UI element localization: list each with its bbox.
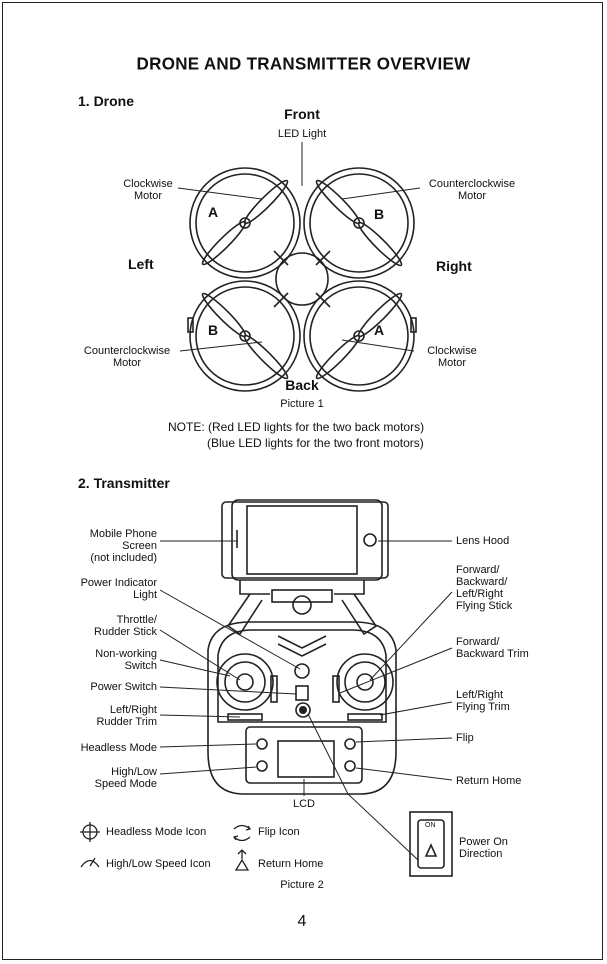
label-lr-trim-line2: Flying Trim xyxy=(456,701,510,713)
legend-speed-icon: High/Low Speed Icon xyxy=(106,858,211,870)
prop-label-back-right: A xyxy=(374,322,385,338)
label-power-indicator-line1: Power Indicator xyxy=(80,577,157,589)
label-lcd: LCD xyxy=(292,798,315,810)
label-throttle-line1: Throttle/ xyxy=(116,614,157,626)
transmitter-heading: 2. Transmitter xyxy=(78,475,170,491)
label-power-switch: Power Switch xyxy=(90,681,157,693)
cw-motor-bottom-line2: Motor xyxy=(437,357,467,369)
label-power-on-line2: Direction xyxy=(459,848,503,860)
legend-flip-icon: Flip Icon xyxy=(258,826,300,838)
label-speed-line1: High/Low xyxy=(111,766,157,778)
drone-back-label: Back xyxy=(285,377,319,393)
prop-label-back-left: B xyxy=(208,322,219,338)
label-flying-stick-line4: Flying Stick xyxy=(456,600,513,612)
label-flying-stick-line2: Backward/ xyxy=(456,576,508,588)
transmitter-drawing xyxy=(207,499,453,877)
prop-label-front-right: B xyxy=(374,206,385,222)
cw-motor-bottom-line1: Clockwise xyxy=(427,345,477,357)
transmitter-leader-lines xyxy=(159,540,453,861)
legend-return-home-icon: Return Home xyxy=(258,858,324,870)
label-nonworking-line2: Switch xyxy=(124,660,157,672)
page-number: 4 xyxy=(297,913,307,930)
label-lr-rudder-line1: Left/Right xyxy=(109,704,157,716)
drone-front-label: Front xyxy=(284,106,320,122)
label-nonworking-line1: Non-working xyxy=(95,648,157,660)
switch-on-label: ON xyxy=(425,822,436,829)
label-phone-line2: Screen xyxy=(122,540,157,552)
label-headless-mode: Headless Mode xyxy=(80,742,157,754)
label-fb-trim-line2: Backward Trim xyxy=(456,648,529,660)
ccw-motor-top-line2: Motor xyxy=(457,190,487,202)
drone-leader-lines xyxy=(177,142,421,352)
flip-icon xyxy=(232,824,252,842)
cw-motor-top-line2: Motor xyxy=(133,190,163,202)
label-power-indicator-line2: Light xyxy=(133,589,157,601)
label-throttle-line2: Rudder Stick xyxy=(94,626,157,638)
transmitter-caption: Picture 2 xyxy=(280,879,324,891)
return-home-icon xyxy=(234,849,250,871)
label-fb-trim-line1: Forward/ xyxy=(456,636,500,648)
label-flying-stick-line1: Forward/ xyxy=(456,564,500,576)
label-lr-trim-line1: Left/Right xyxy=(456,689,504,701)
drone-heading: 1. Drone xyxy=(78,93,135,109)
ccw-motor-bottom-line1: Counterclockwise xyxy=(83,345,171,357)
label-flying-stick-line3: Left/Right xyxy=(456,588,504,600)
drone-left-label: Left xyxy=(128,256,154,272)
ccw-motor-top-line1: Counterclockwise xyxy=(428,178,516,190)
label-flip: Flip xyxy=(456,732,474,744)
ccw-motor-bottom-line2: Motor xyxy=(112,357,142,369)
label-lr-rudder-line2: Rudder Trim xyxy=(96,716,157,728)
drone-note-line1: NOTE: (Red LED lights for the two back m… xyxy=(168,420,425,434)
drone-frame-drawing xyxy=(187,167,417,392)
label-return-home: Return Home xyxy=(456,775,522,787)
label-lens-hood: Lens Hood xyxy=(456,535,510,547)
cw-motor-top-line1: Clockwise xyxy=(123,178,173,190)
drone-right-label: Right xyxy=(436,258,472,274)
label-phone-line3: (not included) xyxy=(90,552,157,564)
drone-caption: Picture 1 xyxy=(280,398,324,410)
page-title: DRONE AND TRANSMITTER OVERVIEW xyxy=(136,53,471,74)
label-power-on-line1: Power On xyxy=(459,836,508,848)
label-phone-line1: Mobile Phone xyxy=(89,528,157,540)
legend-headless-mode-icon: Headless Mode Icon xyxy=(106,826,207,838)
high-low-speed-icon xyxy=(80,857,100,868)
prop-label-front-left: A xyxy=(208,204,219,220)
headless-mode-icon xyxy=(80,822,100,842)
drone-note-line2: (Blue LED lights for the two front motor… xyxy=(207,436,424,450)
label-speed-line2: Speed Mode xyxy=(94,778,157,790)
led-light-label: LED Light xyxy=(277,128,327,140)
power-switch-knob xyxy=(299,706,307,714)
